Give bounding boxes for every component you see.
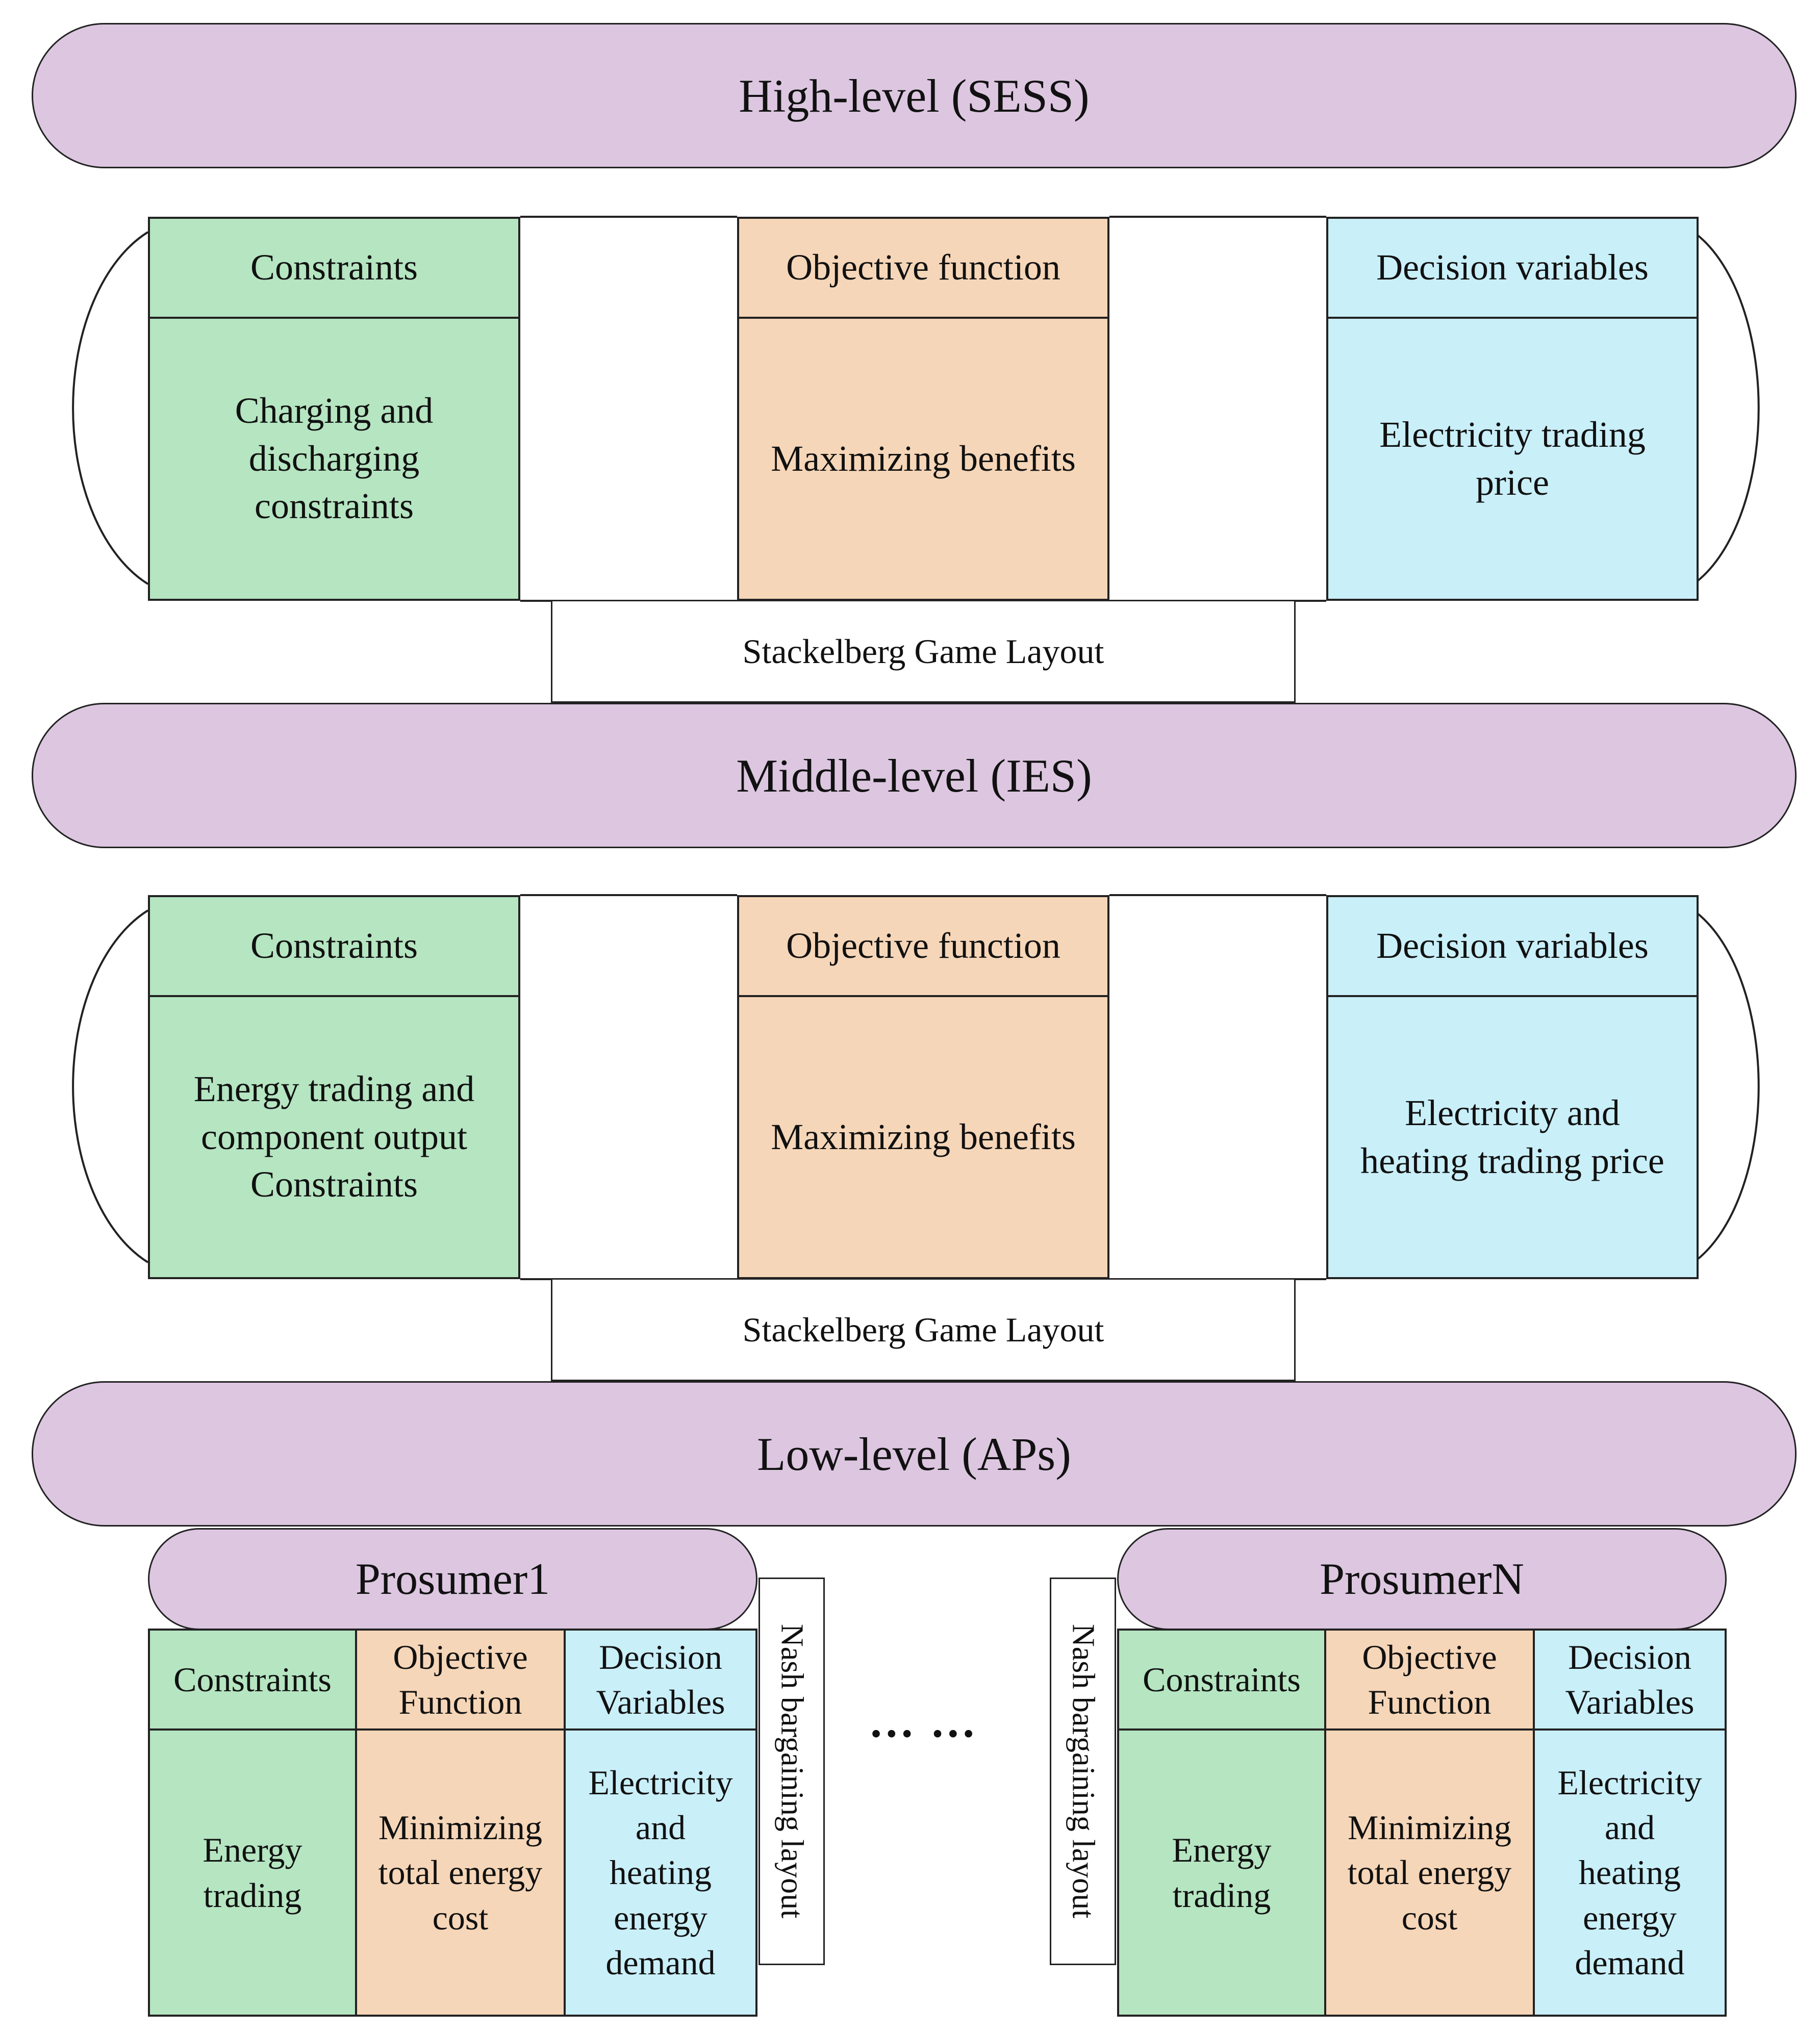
prosumerN-decision-body: Electricity and heating energy demand xyxy=(1533,1728,1727,2017)
middle-left-arc xyxy=(72,909,149,1263)
middle-decision-body: Electricity and heating trading price xyxy=(1326,995,1699,1279)
stackelberg-layout-2: Stackelberg Game Layout xyxy=(551,1278,1296,1381)
prosumer1-constraints-body: Energy trading xyxy=(148,1728,357,2017)
middle-level-pill: Middle-level (IES) xyxy=(32,703,1797,848)
prosumerN-nash-layout: Nash bargaining layout xyxy=(1050,1578,1116,1965)
middle-right-arc xyxy=(1692,909,1760,1263)
prosumerN-constraints-header: Constraints xyxy=(1117,1629,1326,1731)
prosumer1-decision-body: Electricity and heating energy demand xyxy=(564,1728,757,2017)
ellipsis: … … xyxy=(868,1696,978,1747)
high-objective-header: Objective function xyxy=(737,217,1109,319)
middle-objective-body: Maximizing benefits xyxy=(737,995,1109,1279)
prosumerN-constraints-body: Energy trading xyxy=(1117,1728,1326,2017)
prosumer1-nash-layout: Nash bargaining layout xyxy=(759,1578,825,1965)
prosumer1-objective-body: Minimizing total energy cost xyxy=(355,1728,566,2017)
middle-decision-header: Decision variables xyxy=(1326,895,1699,997)
prosumerN-title: ProsumerN xyxy=(1117,1528,1727,1630)
prosumer1-decision-header: Decision Variables xyxy=(564,1629,757,1731)
high-decision-body: Electricity trading price xyxy=(1326,317,1699,601)
high-decision-header: Decision variables xyxy=(1326,217,1699,319)
high-right-arc xyxy=(1692,231,1760,585)
middle-objective-header: Objective function xyxy=(737,895,1109,997)
prosumer1-objective-header: Objective Function xyxy=(355,1629,566,1731)
stackelberg-layout-1: Stackelberg Game Layout xyxy=(551,600,1296,703)
prosumer1-title: Prosumer1 xyxy=(148,1528,757,1630)
middle-constraints-header: Constraints xyxy=(148,895,520,997)
middle-constraints-body: Energy trading and component output Cons… xyxy=(148,995,520,1279)
prosumerN-decision-header: Decision Variables xyxy=(1533,1629,1727,1731)
high-left-arc xyxy=(72,231,149,585)
high-level-pill: High-level (SESS) xyxy=(32,23,1797,168)
prosumerN-objective-header: Objective Function xyxy=(1324,1629,1535,1731)
high-constraints-header: Constraints xyxy=(148,217,520,319)
prosumerN-objective-body: Minimizing total energy cost xyxy=(1324,1728,1535,2017)
high-constraints-body: Charging and discharging constraints xyxy=(148,317,520,601)
high-objective-body: Maximizing benefits xyxy=(737,317,1109,601)
prosumer1-constraints-header: Constraints xyxy=(148,1629,357,1731)
low-level-pill: Low-level (APs) xyxy=(32,1381,1797,1527)
